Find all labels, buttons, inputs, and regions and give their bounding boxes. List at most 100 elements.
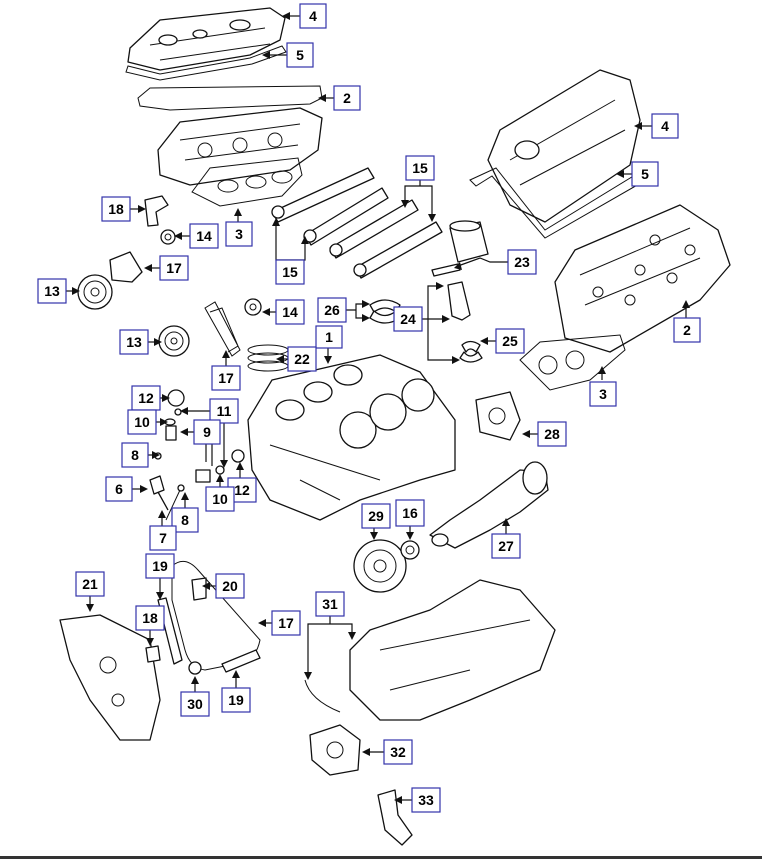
cylinder-head-left <box>157 107 323 186</box>
callout-30[interactable]: 30 <box>180 691 210 717</box>
callout-label: 17 <box>218 370 234 386</box>
callout-label: 2 <box>343 90 351 106</box>
seal-upper <box>160 229 176 245</box>
sprocket-lower <box>158 325 190 357</box>
callout-5[interactable]: 5 <box>631 161 659 187</box>
callout-label: 28 <box>544 426 560 442</box>
oil-pickup <box>377 789 413 846</box>
callout-2[interactable]: 2 <box>333 85 361 111</box>
cylinder-head-right <box>554 204 731 353</box>
callout-label: 12 <box>234 482 250 498</box>
callout-label: 1 <box>325 329 333 345</box>
callout-25[interactable]: 25 <box>495 328 525 354</box>
callout-label: 4 <box>309 8 317 24</box>
callout-label: 16 <box>402 505 418 521</box>
callout-label: 20 <box>222 578 238 594</box>
retainer-right <box>215 465 225 475</box>
callout-15[interactable]: 15 <box>405 155 435 181</box>
washer <box>188 661 202 675</box>
callout-label: 11 <box>217 403 232 419</box>
callout-20[interactable]: 20 <box>215 573 245 599</box>
callout-label: 19 <box>152 558 168 574</box>
callout-label: 13 <box>126 334 142 350</box>
callout-11[interactable]: 11 <box>209 398 239 424</box>
callout-19[interactable]: 19 <box>221 687 251 713</box>
callout-16[interactable]: 16 <box>395 499 425 527</box>
callout-14[interactable]: 14 <box>275 299 305 325</box>
callout-6[interactable]: 6 <box>105 476 133 502</box>
callout-14[interactable]: 14 <box>189 223 219 249</box>
tensioner-lower <box>145 645 161 663</box>
callout-17[interactable]: 17 <box>271 610 301 636</box>
callout-32[interactable]: 32 <box>383 739 413 765</box>
callout-label: 31 <box>322 596 338 612</box>
connecting-rod <box>447 281 483 363</box>
callout-1[interactable]: 1 <box>315 325 343 349</box>
callout-8[interactable]: 8 <box>121 442 149 468</box>
callout-21[interactable]: 21 <box>75 571 105 597</box>
oil-pan-gasket <box>304 679 341 713</box>
callout-4[interactable]: 4 <box>651 113 679 139</box>
callout-28[interactable]: 28 <box>537 421 567 447</box>
callout-3[interactable]: 3 <box>589 381 617 407</box>
callout-26[interactable]: 26 <box>317 297 347 323</box>
callout-17[interactable]: 17 <box>211 365 241 391</box>
callout-19[interactable]: 19 <box>145 553 175 579</box>
valve-cover-gasket-left <box>125 45 287 81</box>
callout-labels: 4 5 2 4 5 15 18 14 3 15 23 13 17 14 26 2… <box>37 3 701 813</box>
callout-8[interactable]: 8 <box>171 507 199 533</box>
valve-cover-right <box>487 69 641 223</box>
callout-33[interactable]: 33 <box>411 787 441 813</box>
callout-22[interactable]: 22 <box>287 346 317 372</box>
callout-10[interactable]: 10 <box>205 486 235 512</box>
callout-10[interactable]: 10 <box>127 409 157 435</box>
callout-27[interactable]: 27 <box>491 533 521 559</box>
lifter-right <box>231 449 245 463</box>
callout-7[interactable]: 7 <box>149 525 177 551</box>
valve-spring-right <box>195 469 211 483</box>
callout-label: 4 <box>661 118 669 134</box>
callout-label: 5 <box>641 166 649 182</box>
callout-label: 12 <box>138 390 154 406</box>
timing-chain-vertical <box>204 301 241 357</box>
callout-5[interactable]: 5 <box>286 42 314 68</box>
callout-label: 21 <box>82 576 98 592</box>
callout-24[interactable]: 24 <box>393 306 423 332</box>
callout-23[interactable]: 23 <box>507 249 537 275</box>
callout-label: 24 <box>400 311 416 327</box>
valve-intake <box>165 484 185 521</box>
callout-label: 7 <box>159 530 167 546</box>
callout-label: 29 <box>368 508 384 524</box>
intake-gasket-left <box>191 157 303 207</box>
valve-exhaust <box>149 475 169 511</box>
callout-13[interactable]: 13 <box>119 329 149 355</box>
chain-guide-lower <box>221 649 261 673</box>
timing-chain-small <box>109 251 143 283</box>
callout-31[interactable]: 31 <box>315 591 345 617</box>
seal-middle <box>244 298 262 316</box>
leader-lines <box>64 12 690 804</box>
callout-label: 18 <box>142 610 158 626</box>
callout-9[interactable]: 9 <box>193 419 221 445</box>
callout-3[interactable]: 3 <box>225 221 253 247</box>
callout-15[interactable]: 15 <box>275 259 305 285</box>
head-gasket-left <box>137 85 323 111</box>
callout-12[interactable]: 12 <box>131 385 161 411</box>
callout-label: 5 <box>296 47 304 63</box>
sprocket-upper <box>77 274 113 310</box>
callout-17[interactable]: 17 <box>159 255 189 281</box>
callout-18[interactable]: 18 <box>135 605 165 631</box>
callout-2[interactable]: 2 <box>673 317 701 343</box>
callout-label: 3 <box>599 386 607 402</box>
callout-4[interactable]: 4 <box>299 3 327 29</box>
valve-cover-left <box>127 7 286 71</box>
callout-29[interactable]: 29 <box>361 503 391 529</box>
engine-block <box>247 354 456 521</box>
callout-label: 2 <box>683 322 691 338</box>
callout-13[interactable]: 13 <box>37 278 67 304</box>
callout-18[interactable]: 18 <box>101 196 131 222</box>
callout-label: 10 <box>212 491 228 507</box>
bottom-border <box>0 856 762 859</box>
callout-label: 8 <box>181 512 189 528</box>
